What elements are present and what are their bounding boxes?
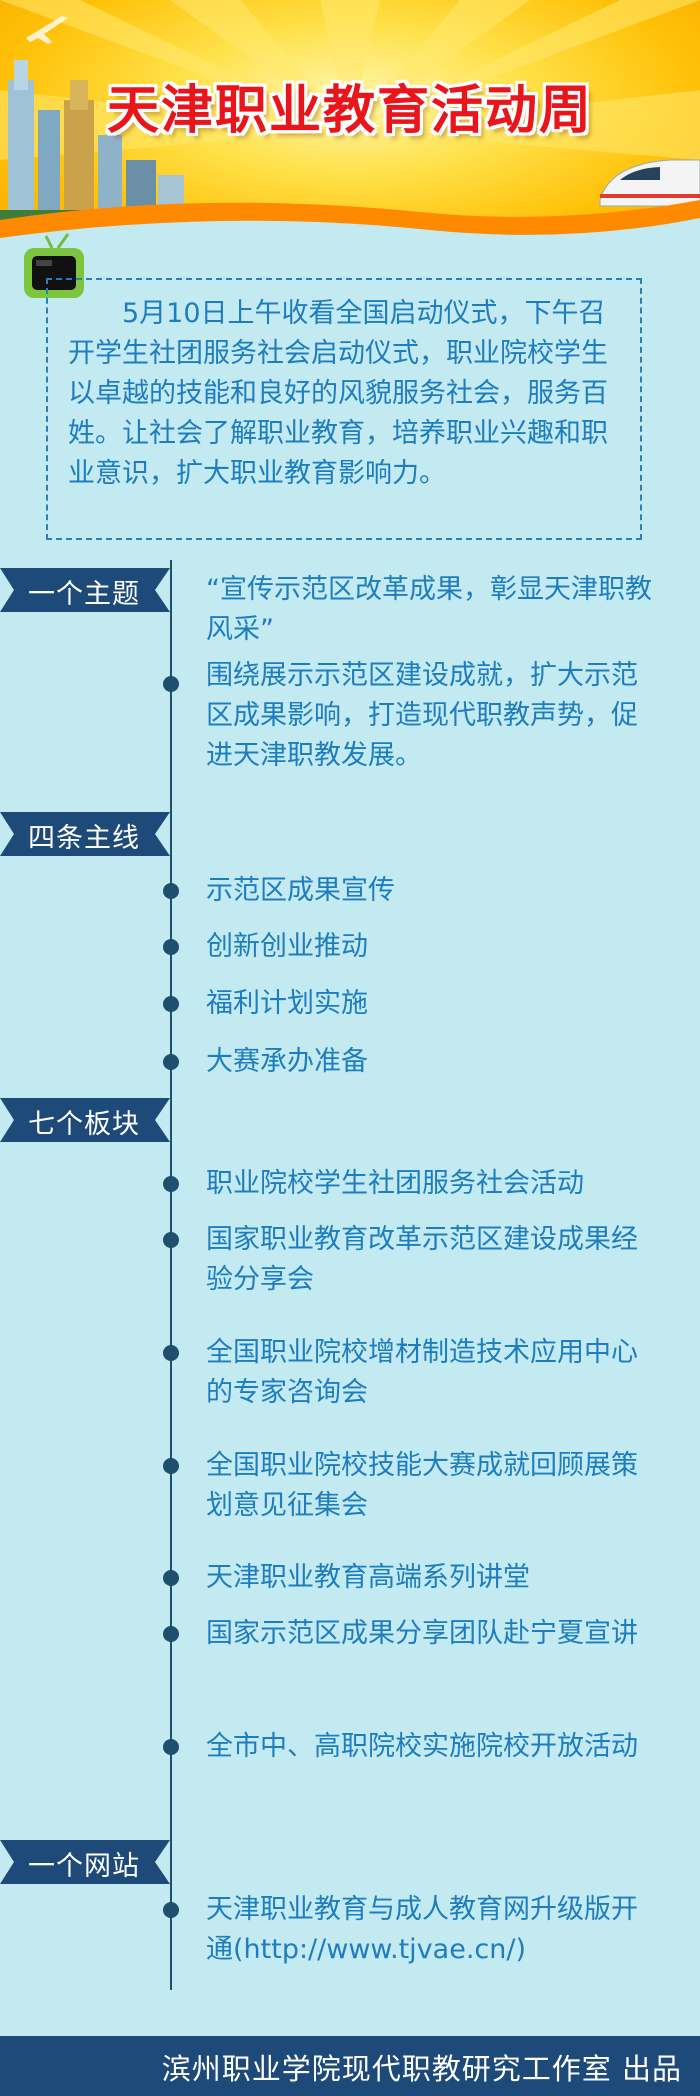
- section-label-blocks: 七个板块: [0, 1098, 170, 1142]
- intro-text: 5月10日上午收看全国启动仪式，下午召开学生社团服务社会启动仪式，职业院校学生以…: [68, 298, 608, 489]
- bullet-train-image: [599, 159, 700, 207]
- list-item: 福利计划实施: [206, 988, 368, 1019]
- sunburst-rays: [0, 0, 700, 160]
- list-item: 创新创业推动: [206, 931, 368, 962]
- list-item: 国家示范区成果分享团队赴宁夏宣讲: [206, 1618, 638, 1649]
- bullet-dot: [163, 1739, 179, 1755]
- intro-box: 5月10日上午收看全国启动仪式，下午召开学生社团服务社会启动仪式，职业院校学生以…: [46, 278, 642, 540]
- bullet-dot: [163, 1570, 179, 1586]
- bullet-dot: [163, 1626, 179, 1642]
- list-item: 职业院校学生社团服务社会活动: [206, 1168, 584, 1199]
- section-label-text: 四条主线: [28, 823, 140, 854]
- footer-bar: 滨州职业学院现代职教研究工作室 出品: [0, 2036, 700, 2096]
- list-item: 天津职业教育高端系列讲堂: [206, 1562, 530, 1593]
- footer-text: 滨州职业学院现代职教研究工作室 出品: [161, 2052, 682, 2086]
- wave-band: [0, 200, 700, 250]
- bullet-dot: [163, 1176, 179, 1192]
- airplane-icon: [26, 16, 68, 44]
- bullet-dot: [163, 1458, 179, 1474]
- section-label-theme: 一个主题: [0, 568, 170, 612]
- list-item: 全市中、高职院校实施院校开放活动: [206, 1731, 638, 1762]
- list-item: 国家职业教育改革示范区建设成果经验分享会: [206, 1224, 638, 1295]
- section-label-text: 一个网站: [28, 1851, 140, 1882]
- bullet-dot: [163, 1232, 179, 1248]
- section-label-lines: 四条主线: [0, 812, 170, 856]
- website-link[interactable]: 天津职业教育与成人教育网升级版开通(http://www.tjvae.cn/): [206, 1894, 638, 1965]
- bullet-dot: [163, 676, 179, 692]
- timeline-line: [170, 560, 172, 1990]
- bullet-dot: [163, 1902, 179, 1918]
- list-item: 围绕展示示范区建设成就，扩大示范区成果影响，打造现代职教声势，促进天津职教发展。: [206, 660, 638, 771]
- bullet-dot: [163, 996, 179, 1012]
- section-label-text: 七个板块: [28, 1109, 140, 1140]
- list-item: “宣传示范区改革成果，彰显天津职教风采”: [206, 574, 652, 645]
- page-title: 天津职业教育活动周: [106, 81, 593, 141]
- header-banner: 天津职业教育活动周: [0, 0, 700, 250]
- list-item: 全国职业院校技能大赛成就回顾展策划意见征集会: [206, 1450, 638, 1521]
- list-item: 大赛承办准备: [206, 1046, 368, 1077]
- bullet-dot: [163, 1054, 179, 1070]
- bullet-dot: [163, 939, 179, 955]
- tv-icon: [24, 233, 84, 298]
- bullet-dot: [163, 1345, 179, 1361]
- list-item: 全国职业院校增材制造技术应用中心的专家咨询会: [206, 1337, 638, 1408]
- section-label-site: 一个网站: [0, 1840, 170, 1884]
- list-item: 示范区成果宣传: [206, 875, 395, 906]
- bullet-dot: [163, 883, 179, 899]
- section-label-text: 一个主题: [28, 579, 140, 610]
